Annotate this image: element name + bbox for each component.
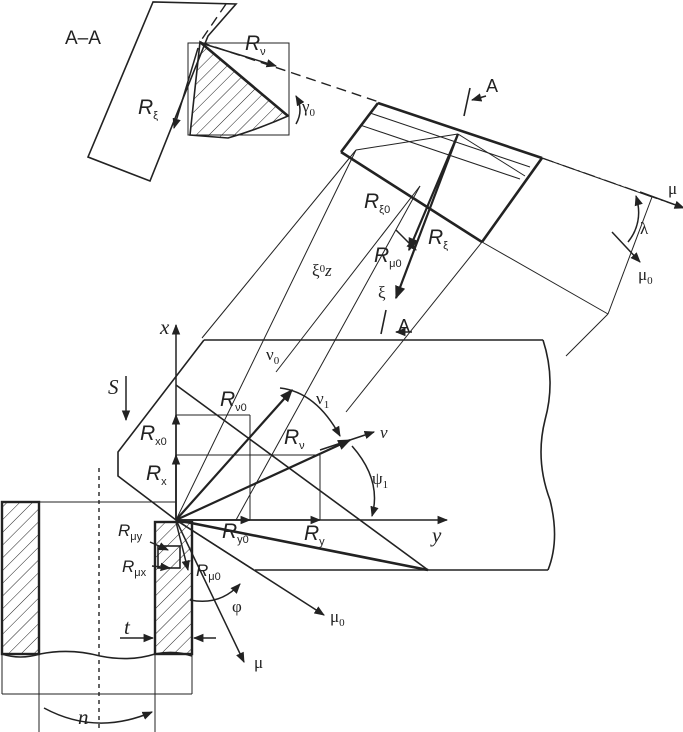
nu-label: ν xyxy=(380,423,388,442)
t-label: t xyxy=(124,615,131,639)
section-mark-upper-line xyxy=(463,87,471,117)
r-xi0-label: Rξ0 xyxy=(364,190,390,216)
psi1-arc xyxy=(351,445,379,518)
rake-long-1 xyxy=(201,149,357,339)
nu1-arc xyxy=(279,387,341,437)
lambda-arc xyxy=(627,194,643,243)
rake-right-block-bottom xyxy=(481,241,609,315)
r-mu0-top-label: Rμ0 xyxy=(374,244,402,270)
r-mu0-bottom-label: Rμ0 xyxy=(196,561,221,583)
section-tool-body xyxy=(86,1,238,183)
psi1-label: ψ1 xyxy=(372,469,388,491)
rake-inner-line-2 xyxy=(359,124,521,180)
mu-bottom-label: μ xyxy=(254,653,263,672)
r-mu-y-label: Rμy xyxy=(118,521,143,543)
section-wedge-hatched xyxy=(189,40,290,139)
section-r-xi-arrow xyxy=(172,47,199,130)
main-cutting-edge-line xyxy=(175,384,429,571)
r-xi-arrow xyxy=(394,133,460,300)
rake-long-4 xyxy=(565,313,609,357)
mu0-top-label: μ0 xyxy=(638,265,653,287)
rake-guide-b xyxy=(235,185,421,521)
section-mark-upper: A xyxy=(486,76,498,96)
section-gamma-arc xyxy=(295,95,305,125)
rotation-arrow xyxy=(43,707,153,724)
rake-side-edge xyxy=(480,157,544,243)
tool-tip-outline xyxy=(117,339,205,521)
lambda-label: λ xyxy=(640,219,649,238)
gamma0-label: γ0 xyxy=(301,97,316,119)
nu-axis-arrow xyxy=(319,431,375,451)
y-axis-label: y xyxy=(430,523,442,547)
rake-left-edge xyxy=(339,102,380,153)
phi-arc xyxy=(189,583,241,602)
r-y0-label: Ry0 xyxy=(222,520,249,546)
labels: A–A Rν Rξ γ0 A A μ λ μ0 Rξ0 Rμ0 Rξ ξ0z ξ… xyxy=(65,28,677,729)
section-mark-lower-line xyxy=(380,309,387,335)
r-mu-y-arrow xyxy=(149,541,169,551)
r-xi-section-label: Rξ xyxy=(138,96,158,122)
section-r-nu-arrow xyxy=(203,43,278,68)
section-title: A–A xyxy=(65,28,101,49)
r-mu-x-arrow xyxy=(151,562,172,572)
r-xi-label: Rξ xyxy=(428,226,448,252)
workpiece-break-line xyxy=(1,650,193,660)
x-axis-label: x xyxy=(159,315,170,339)
feed-label: S xyxy=(108,375,119,399)
workpiece-section xyxy=(0,468,216,732)
rake-long-2 xyxy=(275,185,421,373)
section-a-a-view xyxy=(86,1,383,183)
r-nu0-label: Rν0 xyxy=(220,388,247,414)
r-nu-arrow xyxy=(175,439,352,521)
mu0-bottom-arrow xyxy=(175,519,325,616)
xi-label: ξ xyxy=(378,283,386,302)
nu0-label: ν0 xyxy=(266,345,280,367)
r-y-label: Ry xyxy=(304,522,325,548)
rotation-n-label: n xyxy=(78,705,89,729)
r-x-label: Rx xyxy=(146,462,167,488)
r-nu0-arrow xyxy=(175,389,293,521)
section-mark-upper-arrow xyxy=(470,93,487,102)
rake-right-block-top xyxy=(541,157,653,198)
rake-fan-2 xyxy=(457,133,526,177)
rake-long-3 xyxy=(345,241,483,413)
r-nu-section-label: Rν xyxy=(245,32,266,58)
xi0z-label: ξ0z xyxy=(312,261,332,280)
main-plan-view xyxy=(117,149,556,663)
rake-face-plan xyxy=(201,87,683,413)
section-mark-lower: A xyxy=(398,316,410,336)
mu-top-arrow xyxy=(639,191,683,209)
mu-top-label: μ xyxy=(668,179,677,198)
rake-guide-a xyxy=(175,149,357,521)
r-mu0-bottom-arrow xyxy=(175,521,190,572)
nu1-label: ν1 xyxy=(316,389,329,411)
rake-right-block-right xyxy=(607,196,653,315)
mu0-bottom-label: μ0 xyxy=(330,607,345,629)
r-x0-label: Rx0 xyxy=(140,422,167,448)
r-mu-x-label: Rμx xyxy=(122,557,147,579)
r-mu0-top-arrow xyxy=(395,229,417,251)
tool-right-wavy-edge xyxy=(540,339,556,571)
section-center-dash xyxy=(199,3,227,43)
workpiece-left-wall xyxy=(0,500,41,656)
rake-top-edge xyxy=(377,101,543,160)
phi-label: φ xyxy=(232,597,242,616)
rake-fan-1 xyxy=(355,133,459,151)
rake-inner-line-1 xyxy=(369,112,531,168)
r-nu-label: Rν xyxy=(284,426,305,452)
workpiece-right-wall xyxy=(153,520,194,656)
mu0-top-arrow xyxy=(611,231,641,263)
main-cutting-edge xyxy=(175,518,429,572)
section-rake-face xyxy=(199,41,289,117)
